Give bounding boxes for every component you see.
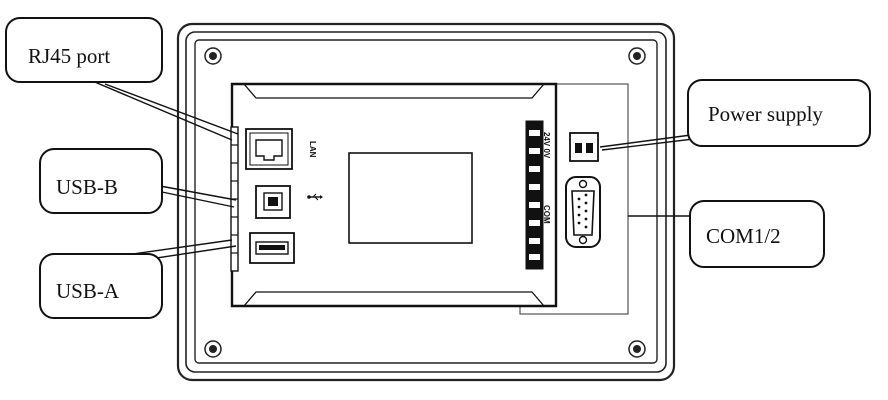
screw-bottom-right <box>628 340 646 358</box>
power-pins-label: 24V 0V <box>542 132 551 159</box>
callout-box-usb-b <box>39 148 163 214</box>
usb-icon <box>307 193 323 201</box>
power-terminal <box>569 132 599 162</box>
com-label: COM <box>542 205 551 224</box>
callout-usb-b: USB-B <box>56 175 118 199</box>
com-db9-connector <box>565 176 601 248</box>
callout-power-supply: Power supply <box>708 102 823 126</box>
callout-box-power <box>687 79 871 147</box>
usb-a-port <box>249 232 295 264</box>
screw-top-right <box>628 47 646 65</box>
screw-bottom-left <box>204 340 222 358</box>
callout-box-usb-a <box>39 253 163 319</box>
callout-box-rj45 <box>5 17 163 83</box>
callout-com12: COM1/2 <box>706 224 781 248</box>
leader-lines <box>89 79 744 263</box>
usb-b-port <box>255 185 291 219</box>
lan-label: LAN <box>308 141 317 158</box>
callout-rj45-port: RJ45 port <box>28 44 110 68</box>
right-vent-strip <box>525 120 544 270</box>
rj45-port <box>245 128 293 170</box>
callout-usb-a: USB-A <box>56 279 120 303</box>
center-label-window <box>348 152 473 244</box>
callout-box-com12 <box>689 200 825 268</box>
screw-top-left <box>204 47 222 65</box>
